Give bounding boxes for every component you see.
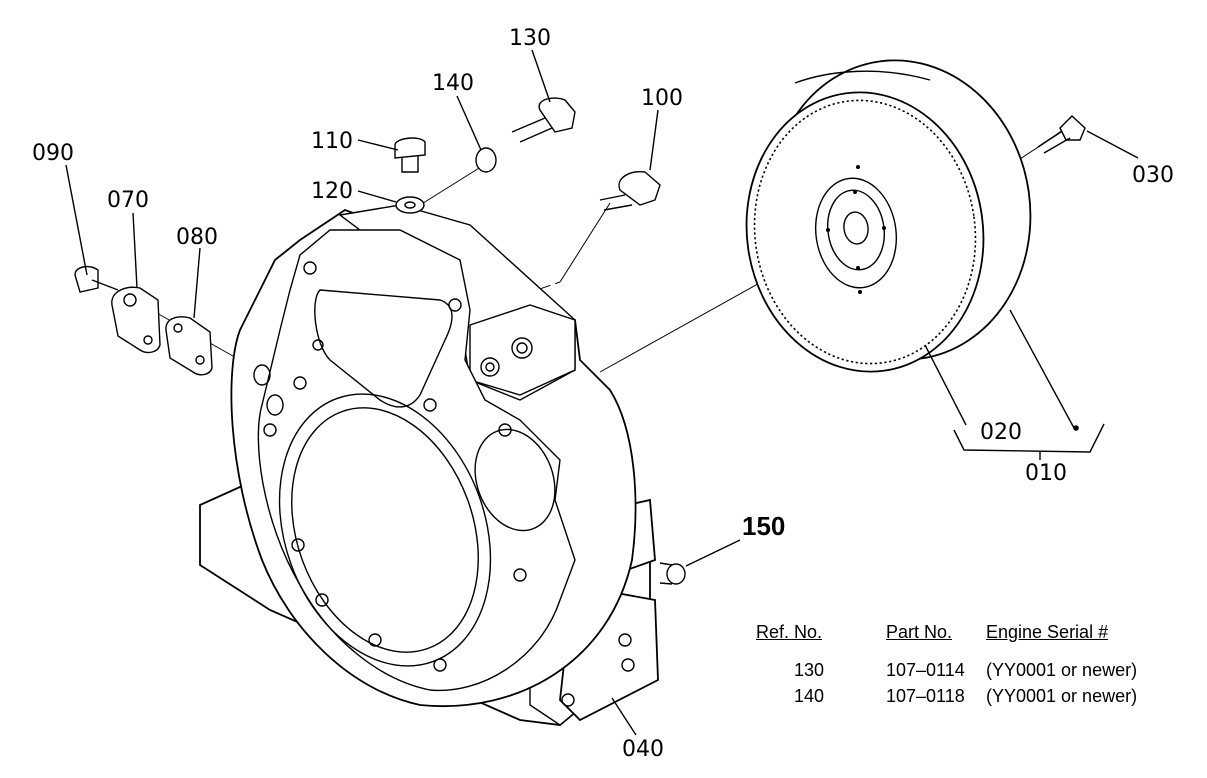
- callout-030: 030: [1132, 163, 1174, 188]
- flywheel: [745, 59, 1032, 373]
- callout-020: 020: [980, 420, 1022, 445]
- callout-150: 150: [742, 511, 785, 541]
- small-parts: [74, 97, 1086, 585]
- callout-070: 070: [107, 188, 149, 213]
- callout-130: 130: [509, 26, 551, 51]
- header-part-no: Part No.: [886, 622, 953, 642]
- row-serial: (YY0001 or newer): [986, 686, 1138, 706]
- callout-120: 120: [311, 179, 353, 204]
- callout-040: 040: [622, 737, 664, 762]
- callout-010: 010: [1025, 461, 1067, 486]
- callout-090: 090: [32, 141, 74, 166]
- row-part: 107–0114: [886, 660, 965, 680]
- callout-080: 080: [176, 225, 218, 250]
- callout-100: 100: [641, 86, 683, 111]
- leader-lines: [65, 49, 1139, 736]
- row-ref: 130: [794, 660, 825, 680]
- callout-140: 140: [432, 71, 474, 96]
- flywheel-housing: [199, 204, 659, 726]
- callout-labels: 090 070 080 110 120 140 130 100 030 020 …: [32, 26, 1174, 762]
- row-ref: 140: [794, 686, 825, 706]
- header-engine-serial: Engine Serial #: [986, 622, 1109, 642]
- header-ref-no: Ref. No.: [756, 622, 823, 642]
- callout-110: 110: [311, 129, 353, 154]
- row-part: 107–0118: [886, 686, 965, 706]
- row-serial: (YY0001 or newer): [986, 660, 1138, 680]
